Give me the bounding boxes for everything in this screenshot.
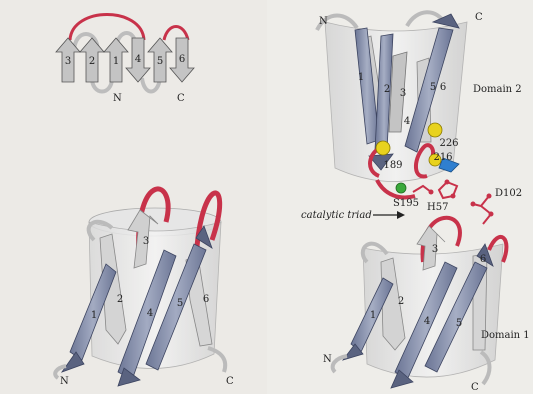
barrel-diagram: 1 2 3 4 5 6 N C [55,189,234,387]
domain-1: 1 2 3 4 5 6 N C Domain 1 [323,218,530,393]
barrel-label-2: 2 [117,294,123,305]
topology-c-terminus: C [177,93,185,104]
domain-2-n-terminus: N [319,16,328,27]
barrel-n-terminus: N [60,376,69,387]
barrel-label-3: 3 [143,236,149,247]
barrel-c-terminus: C [226,376,234,387]
topology-label-3: 3 [65,56,71,67]
domain-2: 1 2 3 4 5 6 N C Domain 2 189 226 216 [317,12,522,197]
domain-1-label-1: 1 [370,310,376,321]
domain-2-label-5: 5 [430,82,436,93]
residue-189-label: 189 [383,160,402,171]
residue-216-label: 216 [433,152,452,163]
catalytic-triad-arrow-head [397,211,405,219]
domain-2-label: Domain 2 [473,84,522,95]
domain-1-label-5: 5 [456,318,462,329]
residue-226-label: 226 [439,138,458,149]
domain-1-label-6: 6 [480,254,486,265]
topology-label-5: 5 [157,56,163,67]
domain-2-label-4: 4 [404,116,410,127]
domain-2-label-2: 2 [384,84,390,95]
left-panel-figure: 3 2 1 4 5 6 N C [0,0,267,394]
right-panel-figure: 1 2 3 4 5 6 N C Domain 2 189 226 216 [267,0,533,394]
domain-2-label-6: 6 [440,82,446,93]
domain-1-label-4: 4 [424,316,430,327]
barrel-label-5: 5 [177,298,183,309]
domain-1-label: Domain 1 [481,330,530,341]
topology-label-2: 2 [89,56,95,67]
catalytic-triad-label: catalytic triad [301,210,372,221]
topology-n-terminus: N [113,93,122,104]
topology-label-6: 6 [179,54,185,65]
topology-diagram: 3 2 1 4 5 6 N C [56,15,194,105]
domain-1-n-terminus: N [323,354,332,365]
topology-label-4: 4 [135,54,141,65]
right-panel: 1 2 3 4 5 6 N C Domain 2 189 226 216 [267,0,533,394]
barrel-label-6: 6 [203,294,209,305]
yellow-atom [428,123,442,137]
barrel-label-4: 4 [147,308,153,319]
domain-2-c-terminus: C [475,12,483,23]
barrel-label-1: 1 [91,310,97,321]
residue-d102-label: D102 [495,188,522,199]
residue-s195-label: S195 [393,198,419,209]
yellow-atom [376,141,390,155]
topology-label-1: 1 [113,56,119,67]
left-panel: 3 2 1 4 5 6 N C [0,0,267,394]
domain-1-label-2: 2 [398,296,404,307]
domain-2-label-1: 1 [358,72,364,83]
green-atom [396,183,406,193]
catalytic-triad: S195 H57 D102 catalytic triad [301,180,522,225]
residue-h57-label: H57 [427,202,448,213]
domain-2-label-3: 3 [400,88,406,99]
domain-1-c-terminus: C [471,382,479,393]
domain-1-label-3: 3 [432,244,438,255]
